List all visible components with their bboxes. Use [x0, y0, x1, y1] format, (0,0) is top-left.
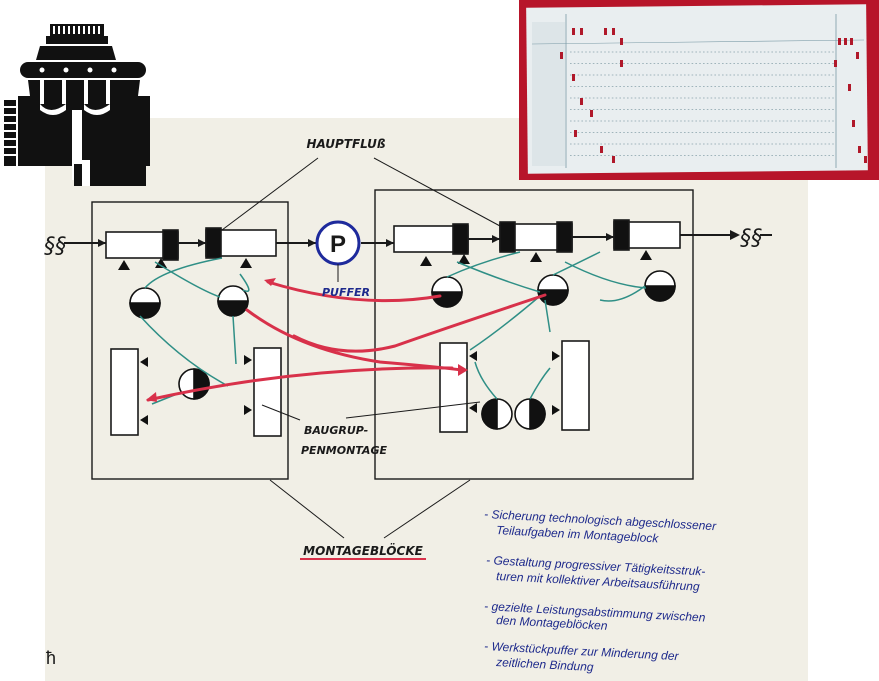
card-punch-hole — [560, 52, 563, 59]
station-2 — [206, 228, 276, 258]
worker-1 — [130, 288, 160, 318]
worker-3 — [432, 277, 462, 307]
worker-5 — [645, 271, 675, 301]
worker-4 — [538, 275, 568, 305]
card-punch-hole — [838, 38, 841, 45]
subassembly-label-line1: BAUGRUP- — [304, 424, 368, 437]
worker-8 — [515, 399, 545, 429]
card-punch-hole — [574, 130, 577, 137]
card-punch-hole — [844, 38, 847, 45]
workers — [130, 271, 675, 429]
card-punch-hole — [580, 28, 583, 35]
svg-text:P: P — [330, 231, 346, 258]
main-flow-pointer-lines — [222, 158, 500, 230]
card-punch-hole — [604, 28, 607, 35]
subassembly-label-line2: PENMONTAGE — [301, 444, 387, 457]
card-punch-hole — [572, 74, 575, 81]
card-punch-hole — [858, 146, 861, 153]
card-punch-hole — [612, 156, 615, 163]
blocks-label: MONTAGEBLÖCKE — [303, 543, 423, 558]
break-mark-right: §§ — [740, 226, 762, 251]
card-punch-hole — [590, 110, 593, 117]
worker-7 — [482, 399, 512, 429]
subassembly-right-b — [562, 341, 589, 430]
main-flow-label: HAUPTFLUß — [306, 137, 385, 151]
card-punch-hole — [864, 156, 867, 163]
subassembly-left-a — [111, 349, 138, 435]
card-punch-hole — [852, 120, 855, 127]
card-punch-hole — [856, 52, 859, 59]
station-5 — [614, 220, 680, 250]
edge-fragment: ħ — [46, 648, 56, 668]
fortran-punch-card-photo — [519, 0, 879, 180]
card-punch-hole — [580, 98, 583, 105]
buffer-label: PUFFER — [322, 286, 370, 299]
card-punch-hole — [612, 28, 615, 35]
worker-6 — [179, 369, 209, 399]
card-punch-hole — [834, 60, 837, 67]
buffer-circle-p-icon: P — [317, 222, 359, 282]
card-punch-hole — [848, 84, 851, 91]
engine-block-icon — [4, 24, 150, 186]
card-punch-hole — [620, 60, 623, 67]
break-mark-left: §§ — [44, 234, 66, 259]
card-punch-hole — [600, 146, 603, 153]
station-1 — [106, 230, 178, 260]
card-punch-hole — [620, 38, 623, 45]
station-markers — [118, 250, 652, 270]
station-3 — [394, 224, 468, 254]
subassembly-left-b — [254, 348, 281, 436]
card-punch-hole — [850, 38, 853, 45]
stations — [106, 220, 680, 260]
station-4 — [500, 222, 572, 252]
card-punch-hole — [572, 28, 575, 35]
subassembly-right-a — [440, 343, 467, 432]
blocks-pointer-lines — [270, 480, 470, 538]
notes: - Sicherung technologisch abgeschlossene… — [484, 507, 718, 674]
